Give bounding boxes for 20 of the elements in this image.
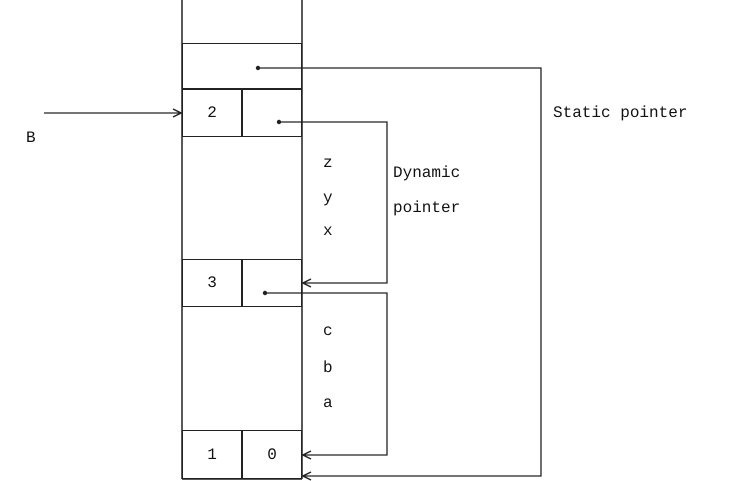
pointer-arrow: [262, 290, 388, 460]
variable-name: c: [323, 323, 333, 341]
variable-name: y: [323, 190, 333, 208]
variable-name: x: [323, 223, 333, 241]
variable-name: a: [323, 395, 333, 413]
stack-cell: [182, 43, 302, 89]
pointer-arrow: [256, 66, 542, 481]
stack-cell: [242, 89, 302, 137]
stack-cell: 2: [182, 89, 242, 137]
stack-cell: 1: [182, 430, 242, 479]
pointer-arrow: [276, 120, 388, 288]
stack-cell: [242, 259, 302, 307]
variable-name: z: [323, 155, 333, 173]
edge-label: Static pointer: [553, 103, 688, 124]
stack-cell: 3: [182, 259, 242, 307]
pointer-arrow: [44, 108, 182, 118]
stack-cell: 0: [242, 430, 302, 479]
edge-label: Dynamic pointer: [393, 163, 462, 219]
variable-name: b: [323, 360, 333, 378]
pointer-name: B: [26, 130, 36, 148]
